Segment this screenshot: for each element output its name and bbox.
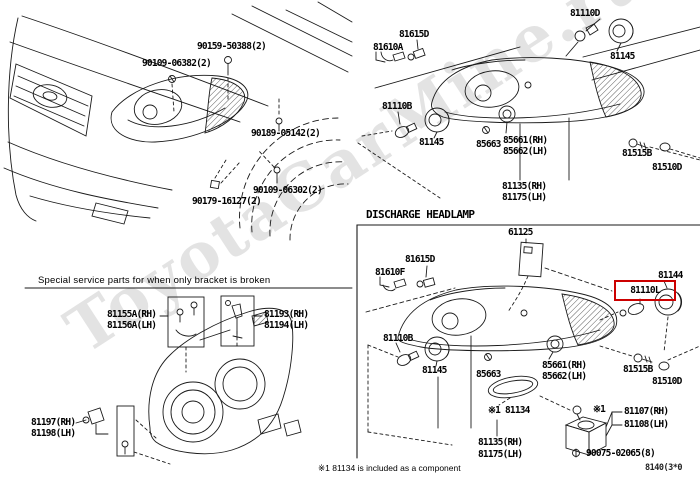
callout-discharge-grommet-right[interactable]: 81510D: [652, 376, 682, 387]
callout-socket-small[interactable]: 81610A: [373, 42, 403, 53]
callout-screw-left[interactable]: 90109-06382(2): [142, 58, 212, 69]
callout-screw[interactable]: 85663: [476, 139, 501, 150]
callout-cap-left[interactable]: 81145: [419, 137, 444, 148]
figure-code: 8140(3*0: [645, 463, 682, 473]
callout-discharge-unit-rh[interactable]: 81135(RH): [478, 437, 523, 448]
callout-discharge-bulb-small[interactable]: 81615D: [405, 254, 435, 265]
callout-discharge-bezel-rh[interactable]: 85661(RH): [542, 360, 587, 371]
callout-grommet-right2[interactable]: 81510D: [652, 162, 682, 173]
highlighted-part-box[interactable]: 81110L: [614, 280, 676, 301]
callout-bracket3-rh[interactable]: 81197(RH): [31, 417, 76, 428]
standard-headlamp-illustration: [357, 18, 700, 199]
callout-bezel-rh[interactable]: 85661(RH): [503, 135, 548, 146]
callout-grommet-right[interactable]: 90189-05142(2): [251, 128, 321, 139]
callout-discharge-gasket[interactable]: ※1 81134: [488, 405, 530, 416]
bracket-service-heading: Special service parts for when only brac…: [38, 275, 271, 286]
callout-unit-lh[interactable]: 81175(LH): [502, 192, 547, 203]
callout-discharge-cap-right[interactable]: 81144: [658, 270, 683, 281]
callout-discharge-screw[interactable]: 85663: [476, 369, 501, 380]
callout-bracket3-lh[interactable]: 81198(LH): [31, 428, 76, 439]
footnote: ※1 81134 is included as a component: [318, 463, 461, 473]
callout-bolt-top[interactable]: 90159-50388(2): [197, 41, 267, 52]
callout-screw-bottom[interactable]: 90075-02065(8): [586, 448, 656, 459]
callout-bolt-right[interactable]: 81515B: [622, 148, 652, 159]
car-callout-glyphs: [168, 56, 283, 190]
callout-discharge-bracket-top[interactable]: 61125: [508, 227, 533, 238]
callout-discharge-bulb-left[interactable]: 81110B: [383, 333, 413, 344]
callout-bracket2-lh[interactable]: 81194(LH): [264, 320, 309, 331]
callout-unit-rh[interactable]: 81135(RH): [502, 181, 547, 192]
callout-discharge-bulb-highlighted[interactable]: 81110L: [630, 285, 660, 296]
callout-discharge-socket-small[interactable]: 81610F: [375, 267, 405, 278]
callout-igniter-rh[interactable]: 81107(RH): [624, 406, 669, 417]
callout-igniter-lh[interactable]: 81108(LH): [624, 419, 669, 430]
callout-screw-lower[interactable]: 90109-06302(2): [253, 185, 323, 196]
callout-bulb-small[interactable]: 81615D: [399, 29, 429, 40]
car-front-illustration: [3, 1, 353, 241]
callout-bezel-lh[interactable]: 85662(LH): [503, 146, 548, 157]
callout-bracket1-lh[interactable]: 81156A(LH): [107, 320, 157, 331]
callout-cap-top[interactable]: 81145: [610, 51, 635, 62]
callout-nut-lower[interactable]: 90179-16127(2): [192, 196, 262, 207]
callout-discharge-bolt-right[interactable]: 81515B: [623, 364, 653, 375]
callout-bulb-left[interactable]: 81110B: [382, 101, 412, 112]
callout-discharge-unit-lh[interactable]: 81175(LH): [478, 449, 523, 460]
discharge-section-title: DISCHARGE HEADLAMP: [366, 208, 475, 221]
discharge-headlamp-illustration: [356, 224, 700, 459]
callout-discharge-cap-left[interactable]: 81145: [422, 365, 447, 376]
callout-discharge-bezel-lh[interactable]: 85662(LH): [542, 371, 587, 382]
callout-bracket2-rh[interactable]: 81193(RH): [264, 309, 309, 320]
callout-bulb-top[interactable]: 81110D: [570, 8, 600, 19]
bracket-service-illustration: [24, 287, 353, 465]
callout-bracket1-rh[interactable]: 81155A(RH): [107, 309, 157, 320]
ref-mark: ※1: [593, 404, 606, 415]
